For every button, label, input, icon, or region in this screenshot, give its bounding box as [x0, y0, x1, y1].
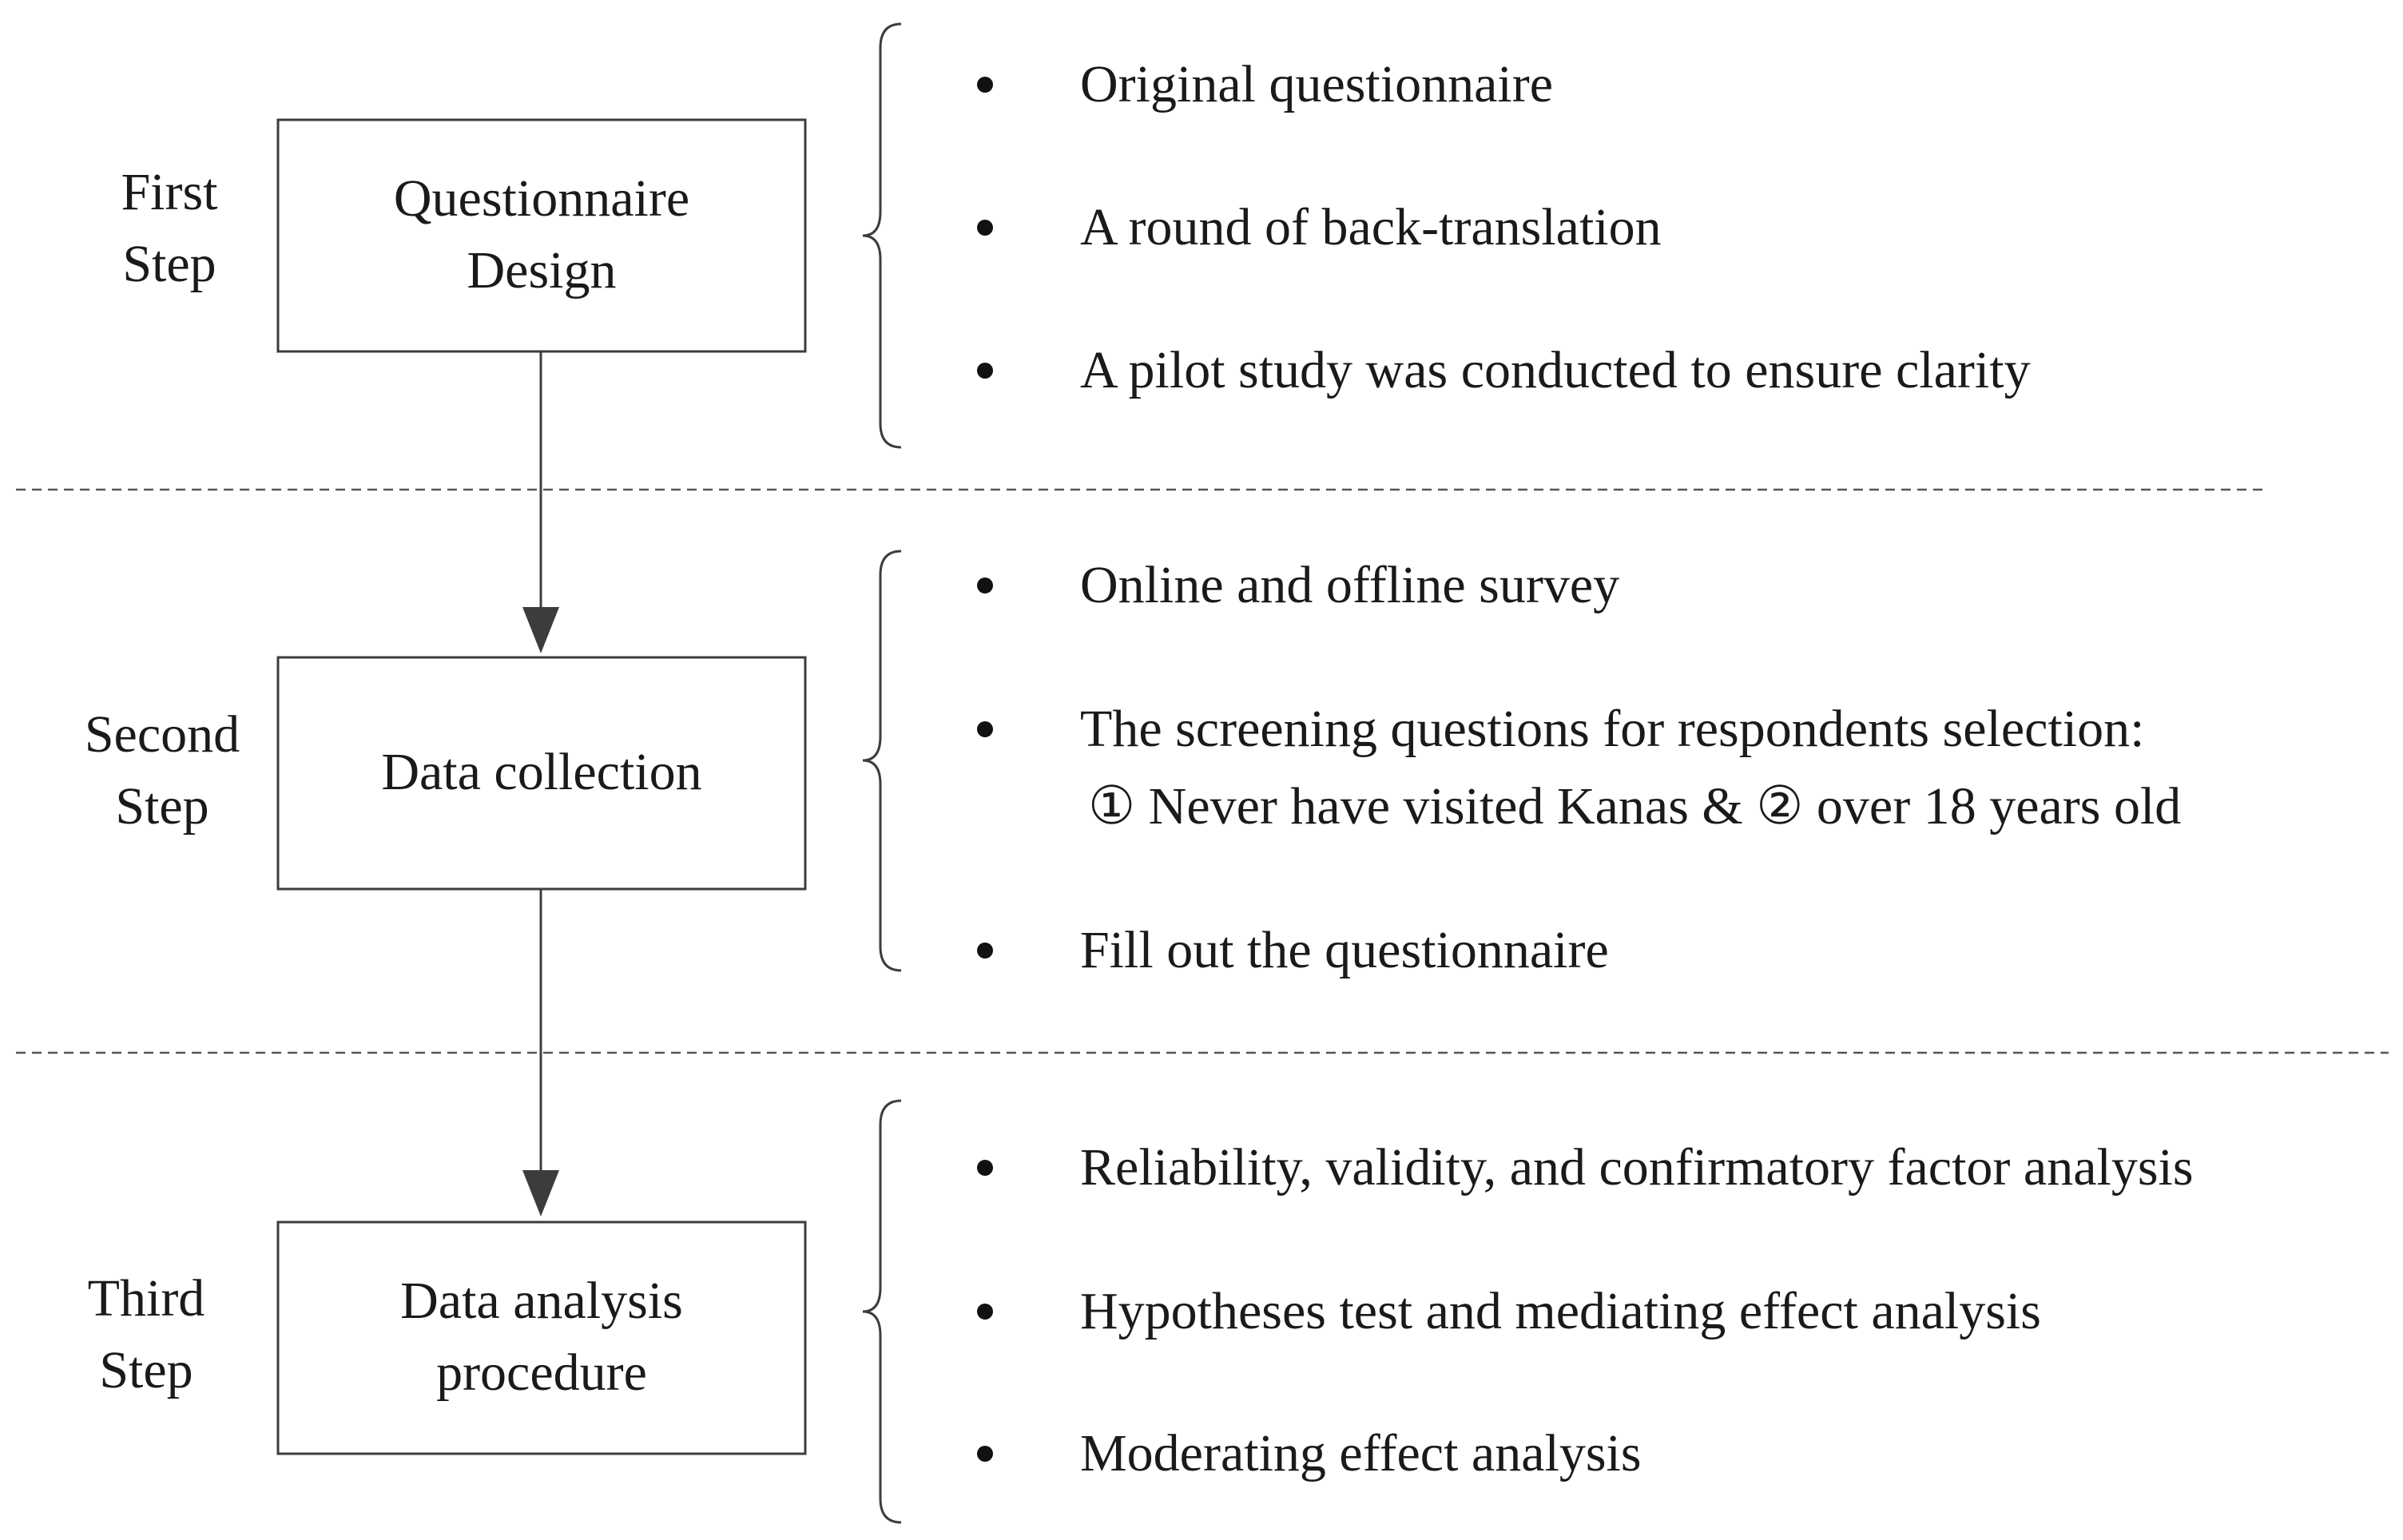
- curly-brace: [862, 22, 902, 449]
- step-box-text: Design: [467, 241, 617, 300]
- bullet-icon: [977, 1160, 993, 1176]
- arrow-head-icon: [522, 1170, 559, 1217]
- step-box-text: Questionnaire: [394, 169, 689, 228]
- bullet-item-text: Original questionnaire: [1080, 55, 1553, 113]
- bullet-icon: [977, 1304, 993, 1320]
- step-label: Second: [85, 705, 240, 764]
- bullet-icon: [977, 578, 993, 593]
- step-label: Step: [99, 1341, 193, 1399]
- bullet-icon: [977, 363, 993, 379]
- bullet-icon: [977, 721, 993, 737]
- step-label: Step: [115, 777, 209, 835]
- step-box-data-collection: [276, 656, 807, 891]
- bullet-icon: [977, 1446, 993, 1462]
- step-first: First Step Questionnaire Design Original…: [121, 22, 2031, 449]
- curly-brace: [862, 550, 902, 972]
- step-box-text: Data analysis: [400, 1272, 683, 1330]
- bullet-icon: [977, 220, 993, 236]
- bullet-item-text: Reliability, validity, and confirmatory …: [1080, 1138, 2194, 1197]
- bullet-item-text: A pilot study was conducted to ensure cl…: [1080, 341, 2031, 399]
- step-third: Third Step Data analysis procedure Relia…: [88, 1099, 2194, 1524]
- bullet-item-text: ① Never have visited Kanas & ② over 18 y…: [1088, 777, 2181, 835]
- bullet-item-text: Online and offline survey: [1080, 556, 1619, 614]
- step-label: Step: [122, 235, 216, 293]
- bullet-item-text: Fill out the questionnaire: [1080, 921, 1609, 979]
- arrow-head-icon: [522, 607, 559, 653]
- step-label: Third: [88, 1269, 205, 1328]
- bullet-icon: [977, 943, 993, 959]
- bullet-item-text: Hypotheses test and mediating effect ana…: [1080, 1282, 2041, 1340]
- step-label: First: [121, 163, 217, 221]
- bullet-item-text: The screening questions for respondents …: [1080, 700, 2144, 758]
- step-box-questionnaire-design: [276, 118, 807, 353]
- step-second: Second Step Data collection Online and o…: [85, 550, 2181, 979]
- step-box-text: procedure: [436, 1344, 647, 1402]
- curly-brace: [862, 1099, 902, 1524]
- bullet-icon: [977, 77, 993, 93]
- step-box-data-analysis-procedure: [276, 1220, 807, 1455]
- bullet-item-text: Moderating effect analysis: [1080, 1424, 1642, 1482]
- step-box-text: Data collection: [381, 743, 701, 801]
- bullet-item-text: A round of back-translation: [1080, 198, 1662, 256]
